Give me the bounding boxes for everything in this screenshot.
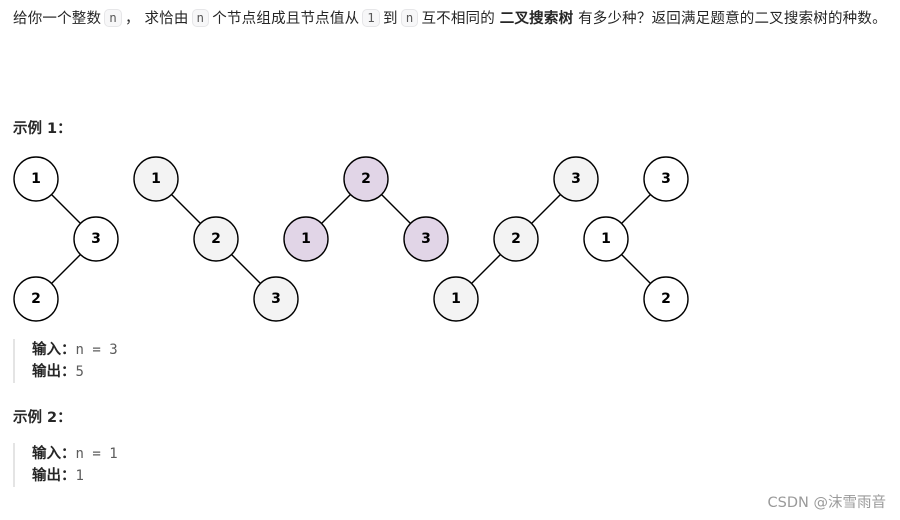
input-value: n = 1 — [75, 446, 118, 462]
tree-node — [493, 216, 539, 262]
tree-node — [643, 156, 689, 202]
input-label: 输入： — [32, 446, 76, 462]
example-2-heading: 示例 2： — [13, 410, 72, 426]
node-label: 1 — [151, 171, 161, 187]
node-label: 2 — [211, 231, 221, 247]
node-label: 3 — [91, 231, 101, 247]
desc-text: 互不相同的 — [421, 11, 495, 27]
input-value: n = 3 — [75, 342, 118, 358]
node-label: 1 — [301, 231, 311, 247]
tree-1: 1 3 2 — [13, 156, 119, 322]
tree-node — [403, 216, 449, 262]
node-label: 3 — [421, 231, 431, 247]
tree-node — [583, 216, 629, 262]
tree-node — [13, 276, 59, 322]
bst-term: 二叉搜索树 — [499, 11, 574, 27]
node-label: 1 — [451, 291, 461, 307]
watermark: CSDN @沫雪雨音 — [767, 495, 886, 511]
desc-text: 有多少种？返回满足题意的二叉搜索树的种数。 — [578, 11, 887, 27]
example-2-block: 输入：n = 1 输出：1 — [13, 443, 118, 487]
node-label: 3 — [571, 171, 581, 187]
inline-code-n: n — [400, 9, 419, 27]
tree-5: 3 1 2 — [583, 156, 689, 322]
tree-node — [133, 156, 179, 202]
tree-node — [553, 156, 599, 202]
output-label: 输出： — [32, 364, 76, 380]
desc-text: 到 — [383, 11, 398, 27]
tree-node — [343, 156, 389, 202]
tree-3: 2 1 3 — [283, 156, 449, 262]
node-label: 2 — [511, 231, 521, 247]
tree-node — [13, 156, 59, 202]
tree-2: 1 2 3 — [133, 156, 299, 322]
example-1-output: 输出：5 — [32, 361, 118, 383]
inline-code-n: n — [191, 9, 210, 27]
tree-node — [193, 216, 239, 262]
tree-node — [253, 276, 299, 322]
output-label: 输出： — [32, 468, 76, 484]
input-label: 输入： — [32, 342, 76, 358]
example-1-input: 输入：n = 3 — [32, 339, 118, 361]
output-value: 5 — [75, 364, 84, 380]
node-label: 3 — [271, 291, 281, 307]
tree-node — [643, 276, 689, 322]
node-label: 2 — [661, 291, 671, 307]
node-label: 1 — [31, 171, 41, 187]
node-label: 3 — [661, 171, 671, 187]
node-label: 2 — [361, 171, 371, 187]
node-label: 1 — [601, 231, 611, 247]
example-2-output: 输出：1 — [32, 465, 118, 487]
inline-code-n: n — [104, 9, 122, 27]
desc-text: 个节点组成且节点值从 — [212, 11, 360, 27]
example-1-block: 输入：n = 3 输出：5 — [13, 339, 118, 383]
tree-4: 3 2 1 — [433, 156, 599, 322]
output-value: 1 — [75, 468, 84, 484]
example-2-input: 输入：n = 1 — [32, 443, 118, 465]
bst-diagram: 1 3 2 1 2 3 2 1 3 3 2 1 — [13, 156, 689, 322]
tree-node — [283, 216, 329, 262]
tree-node — [433, 276, 479, 322]
inline-code-1: 1 — [362, 9, 381, 27]
node-label: 2 — [31, 291, 41, 307]
tree-node — [73, 216, 119, 262]
desc-text: ， 求恰由 — [124, 11, 189, 27]
desc-text: 给你一个整数 — [13, 11, 102, 27]
example-1-heading: 示例 1： — [13, 121, 72, 137]
